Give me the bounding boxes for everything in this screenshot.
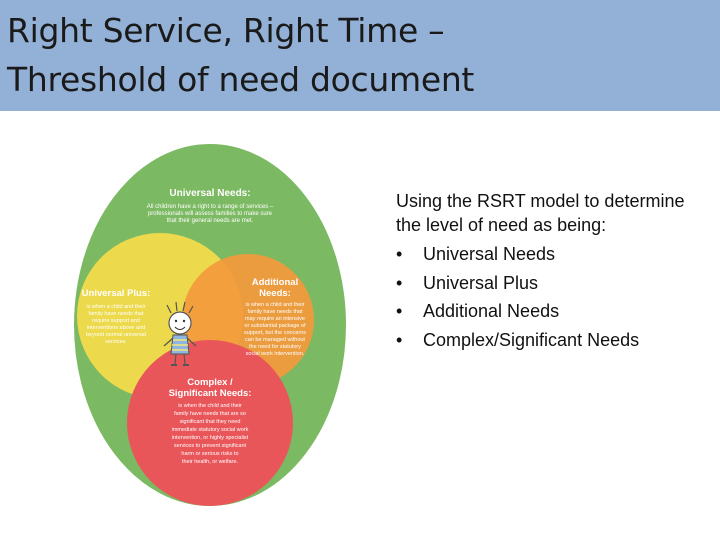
additional-needs-heading-line-1: Additional	[252, 277, 298, 288]
needs-list: • Universal Needs • Universal Plus • Add…	[396, 240, 706, 354]
content-text: Using the RSRT model to determine the le…	[396, 190, 706, 354]
needs-list-item-label: Complex/Significant Needs	[423, 329, 640, 350]
needs-list-item-label: Universal Needs	[423, 244, 556, 264]
complex-needs-line-1: is when the child and their	[178, 403, 242, 409]
complex-needs-line-5: intervention, or highly specialist	[172, 435, 249, 441]
complex-needs-line-8: their health, or welfare.	[182, 459, 238, 465]
universal-plus-heading: Universal Plus:	[82, 288, 151, 299]
additional-needs-line-2: family have needs that	[247, 309, 303, 315]
additional-needs-line-8: social work intervention.	[246, 351, 305, 357]
needs-list-item: • Universal Needs	[396, 240, 706, 269]
intro-text: Using the RSRT model to determine the le…	[396, 191, 685, 235]
additional-needs-line-1: is when a child and their	[245, 302, 304, 308]
needs-list-item: • Universal Plus	[396, 269, 706, 298]
universal-plus-line-1: is when a child and their	[86, 304, 145, 310]
universal-plus-line-3: require support and	[92, 318, 140, 324]
universal-plus-line-2: family have needs that	[88, 311, 144, 317]
universal-plus-line-5: beyond normal universal	[86, 332, 146, 338]
bullet-glyph: •	[396, 272, 403, 293]
needs-list-item: • Complex/Significant Needs	[396, 326, 706, 355]
slide-title-line-2: Threshold of need document	[7, 60, 475, 99]
additional-needs-line-5: support, but the concerns	[244, 330, 306, 336]
bullet-glyph: •	[396, 244, 403, 264]
complex-needs-heading-line-2: Significant Needs:	[169, 388, 252, 399]
universal-plus-line-6: services.	[105, 339, 127, 345]
additional-needs-line-7: the need for statutory	[249, 344, 301, 350]
needs-list-item-label: Universal Plus	[423, 272, 539, 293]
rsrt-model-diagram: Universal Needs: All children have a rig…	[70, 140, 350, 510]
title-bar: Right Service, Right Time – Threshold of…	[0, 0, 720, 111]
universal-needs-heading: Universal Needs:	[169, 188, 250, 199]
additional-needs-heading-line-2: Needs:	[259, 288, 291, 299]
slide-title: Right Service, Right Time – Threshold of…	[7, 6, 474, 104]
universal-plus-line-4: interventions above and	[87, 325, 145, 331]
complex-needs-line-4: immediate statutory social work	[172, 427, 249, 433]
complex-needs-line-7: harm or serious risks to	[181, 451, 238, 457]
needs-list-item: • Additional Needs	[396, 297, 706, 326]
additional-needs-line-3: may require an intensive	[245, 316, 305, 322]
complex-needs-line-6: services to prevent significant	[174, 443, 247, 449]
complex-needs-line-2: family have needs that are so	[174, 411, 246, 417]
additional-needs-line-4: or substantial package of	[244, 323, 306, 329]
slide-title-line-1: Right Service, Right Time –	[7, 11, 445, 50]
complex-needs-line-3: significant that they need	[180, 419, 241, 425]
complex-needs-heading-line-1: Complex /	[187, 377, 233, 388]
universal-needs-line-2: professionals will assess families to ma…	[148, 211, 273, 217]
universal-needs-line-3: that their general needs are met.	[167, 218, 254, 224]
needs-list-item-label: Additional Needs	[423, 301, 560, 321]
additional-needs-line-6: can be managed without	[245, 337, 305, 343]
complex-needs-circle	[127, 340, 293, 506]
universal-needs-line-1: All children have a right to a range of …	[147, 204, 274, 210]
child-figure-icon	[163, 301, 197, 366]
bullet-glyph: •	[396, 301, 403, 321]
bullet-glyph: •	[396, 329, 403, 350]
